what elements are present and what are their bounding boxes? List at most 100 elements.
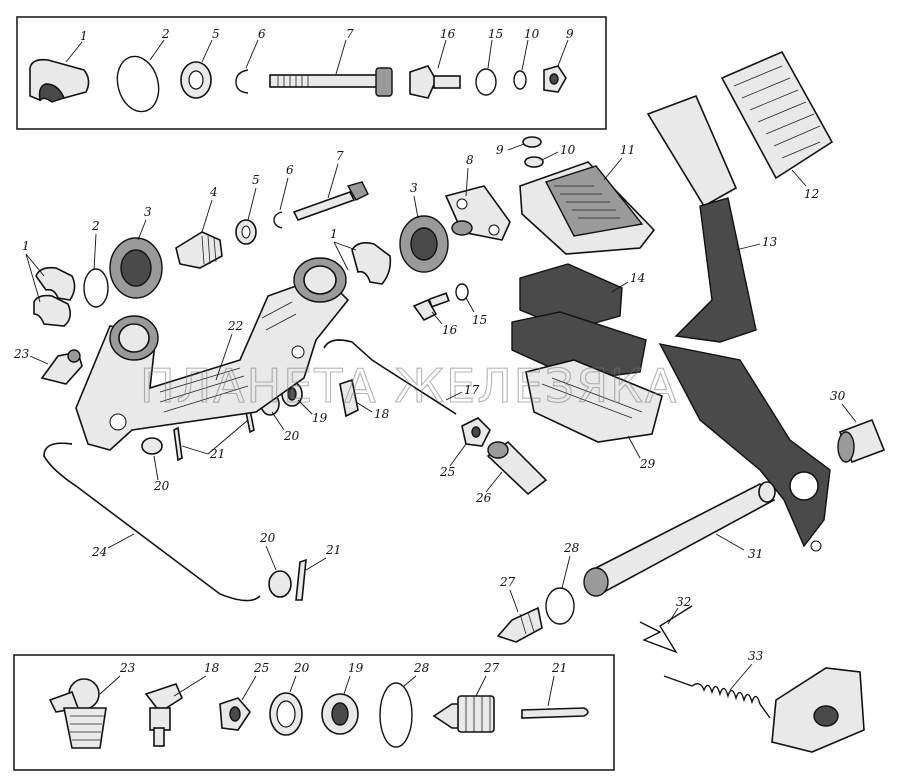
label-19: 19	[312, 411, 328, 425]
part-14-floor-mat	[511, 263, 647, 381]
part-6-split-washer	[273, 211, 283, 229]
part-27-straight-fitting	[496, 606, 543, 643]
label-21-lower: 21	[325, 543, 341, 557]
part-33-return-spring	[663, 667, 865, 753]
part-grease-fitting-inset	[48, 678, 107, 749]
bottom-parts-inset	[13, 654, 615, 771]
label-1-right: 1	[330, 227, 338, 241]
label-13: 13	[762, 235, 778, 249]
part-flat-washer-inset	[269, 692, 303, 736]
label-bottom-27: 27	[483, 661, 500, 675]
part-lock-washer-inset	[513, 70, 527, 90]
label-20-left: 20	[153, 479, 170, 493]
label-bottom-20: 20	[293, 661, 310, 675]
bottom-inset-labels: 23 18 25 20 19 28 27 21	[99, 661, 567, 707]
part-2-ring	[83, 268, 109, 308]
part-8-bracket	[444, 185, 511, 241]
label-12: 12	[804, 187, 819, 201]
label-bottom-18: 18	[204, 661, 220, 675]
part-24-linkage-rod	[43, 442, 261, 602]
label-8: 8	[466, 153, 474, 167]
part-snap-ring-inset	[116, 55, 160, 113]
label-1-left: 1	[22, 239, 30, 253]
label-bottom-21: 21	[551, 661, 567, 675]
part-31-pedal-shaft	[583, 481, 776, 597]
part-23-grease-fitting	[40, 349, 83, 385]
label-26: 26	[475, 491, 492, 505]
label-3-left: 3	[144, 205, 152, 219]
part-split-washer-inset	[235, 69, 249, 94]
label-28: 28	[563, 541, 580, 555]
part-cotter-pin-inset	[521, 707, 589, 719]
label-23: 23	[13, 347, 30, 361]
watermark-text: ПЛАНЕТА ЖЕЛЕЗЯКА	[140, 359, 678, 413]
part-3-roller-bearing-right	[399, 215, 449, 273]
part-short-bolt-inset	[409, 65, 461, 99]
label-3-right: 3	[410, 181, 418, 195]
label-16: 16	[442, 323, 458, 337]
label-top-16: 16	[440, 27, 456, 41]
label-9: 9	[496, 143, 504, 157]
label-29: 29	[639, 457, 656, 471]
label-15: 15	[472, 313, 487, 327]
part-21-pin-left	[173, 426, 183, 462]
part-nut-inset	[543, 65, 567, 93]
label-20-lower: 20	[259, 531, 276, 545]
label-6: 6	[286, 163, 294, 177]
label-top-1: 1	[80, 29, 88, 43]
label-11: 11	[620, 143, 635, 157]
part-5-washer	[235, 219, 257, 245]
part-3-roller-bearing-left	[109, 237, 163, 299]
part-4-bushing	[175, 231, 223, 269]
label-7: 7	[336, 149, 344, 163]
part-hex-nut-inset	[219, 697, 252, 731]
part-10-lock-washer	[524, 156, 544, 168]
part-30-bushing	[837, 418, 886, 464]
part-18-angle-fitting	[339, 378, 359, 418]
main-labels: 1 2 3 4 5 6 7 1 3 8 9 10 11 12 13 14 15 …	[13, 143, 857, 691]
part-16-bolt	[412, 292, 450, 322]
label-33: 33	[748, 649, 764, 663]
label-top-7: 7	[346, 27, 354, 41]
part-29-pedal-plate	[525, 359, 663, 443]
part-15-spring-washer	[455, 283, 469, 301]
label-30: 30	[830, 389, 846, 403]
part-21-pin-lower	[295, 558, 307, 601]
part-spring-washer-inset	[475, 68, 497, 96]
top-inset-labels: 1 2 5 6 7 16 15 10 9	[65, 27, 574, 75]
part-28-ring	[545, 587, 575, 625]
label-32: 32	[676, 595, 691, 609]
part-1-bushings-left	[33, 266, 76, 327]
label-bottom-28: 28	[413, 661, 430, 675]
part-12-rubber-pad	[720, 50, 834, 180]
label-top-15: 15	[488, 27, 503, 41]
part-32-spring-clip	[639, 605, 693, 654]
label-17: 17	[464, 383, 480, 397]
label-bottom-19: 19	[348, 661, 364, 675]
label-10: 10	[560, 143, 576, 157]
label-14: 14	[630, 271, 645, 285]
label-31: 31	[748, 547, 763, 561]
label-24: 24	[91, 545, 107, 559]
part-washer-inset	[180, 61, 212, 99]
label-top-10: 10	[524, 27, 540, 41]
part-20-washer-left	[141, 437, 163, 455]
part-20-washer-lower	[268, 570, 292, 598]
part-1-bushing-right	[351, 242, 392, 285]
label-bottom-25: 25	[253, 661, 269, 675]
part-angle-fitting-inset	[144, 683, 184, 747]
label-5: 5	[252, 173, 260, 187]
part-straight-fitting-inset	[432, 695, 495, 733]
label-27: 27	[499, 575, 516, 589]
part-25-nut	[461, 417, 491, 447]
label-20-upper: 20	[283, 429, 300, 443]
part-9-nut	[522, 136, 542, 148]
label-bottom-23: 23	[119, 661, 136, 675]
label-21-mid: 21	[209, 447, 225, 461]
label-4: 4	[209, 185, 218, 199]
label-top-5: 5	[212, 27, 220, 41]
part-large-ring-inset	[379, 682, 413, 748]
label-top-2: 2	[161, 27, 170, 41]
part-22-clutch-lever	[75, 257, 350, 451]
